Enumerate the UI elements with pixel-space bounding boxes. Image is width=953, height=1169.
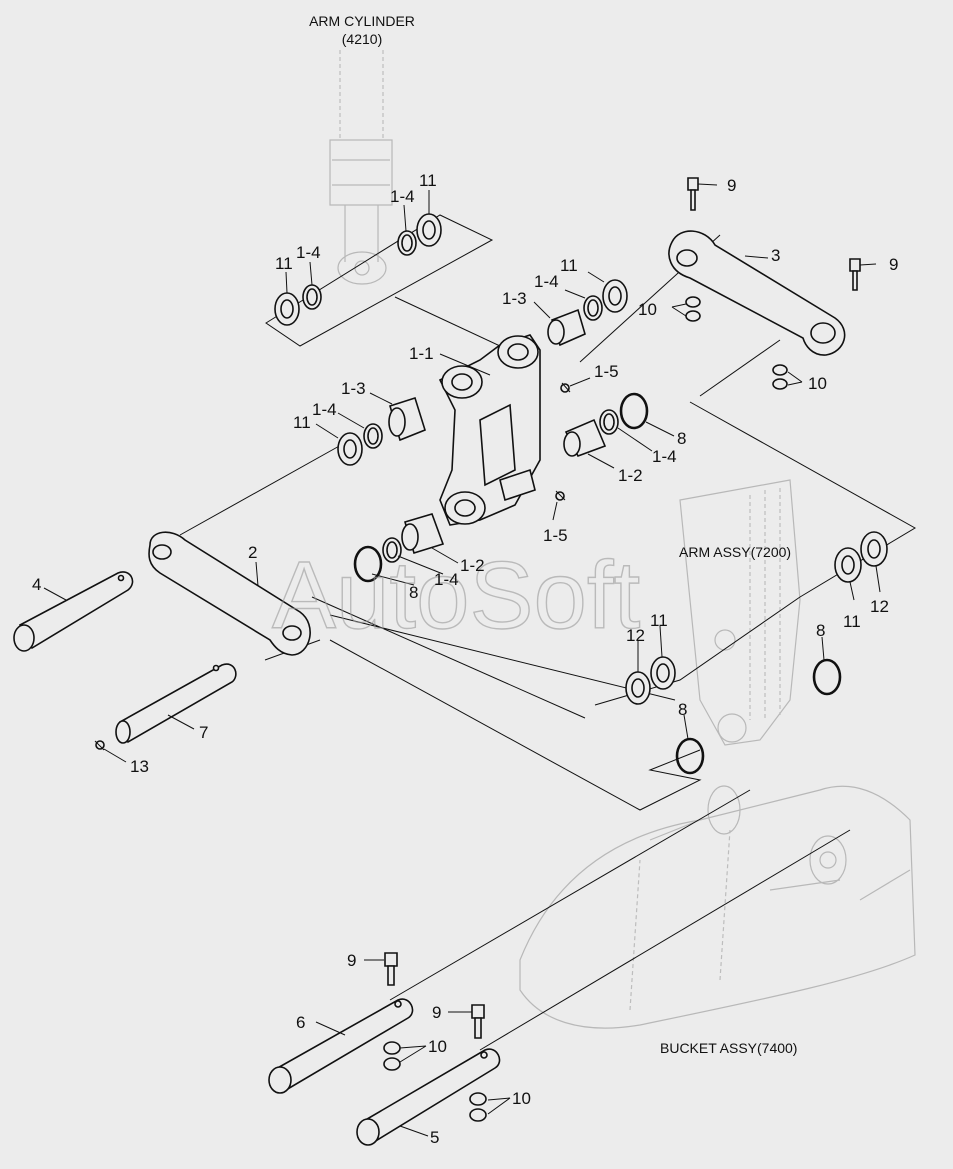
label-9: 9 <box>889 255 898 274</box>
bolt-9-pin5[interactable] <box>471 1004 485 1039</box>
label-9: 9 <box>727 176 736 195</box>
label-1-2: 1-2 <box>460 556 485 575</box>
shim-1-4-right[interactable] <box>599 409 619 435</box>
label-6: 6 <box>296 1013 305 1032</box>
label-11: 11 <box>560 256 578 275</box>
label-10: 10 <box>512 1089 531 1108</box>
label-2: 2 <box>248 543 257 562</box>
o-ring-8-arm[interactable] <box>812 658 842 696</box>
arm-cylinder-ghost <box>329 50 393 285</box>
shim-12-arm2[interactable] <box>625 671 651 705</box>
pin-4[interactable] <box>13 571 134 652</box>
arm-cylinder-code: (4210) <box>342 31 382 47</box>
label-1-4: 1-4 <box>312 400 337 419</box>
label-9: 9 <box>347 951 356 970</box>
shim-1-4-mid[interactable] <box>583 295 603 321</box>
o-ring-8-right[interactable] <box>619 392 649 430</box>
washer-11-arm2[interactable] <box>650 656 676 690</box>
link-3[interactable] <box>668 230 846 356</box>
label-12: 12 <box>626 626 645 645</box>
leader-lines <box>43 183 881 1137</box>
bushing-1-2-right[interactable] <box>563 418 607 457</box>
nut-10-a[interactable] <box>685 296 701 322</box>
label-8: 8 <box>677 429 686 448</box>
label-12: 12 <box>870 597 889 616</box>
label-1-3: 1-3 <box>502 289 527 308</box>
label-11: 11 <box>843 612 861 631</box>
pin-5[interactable] <box>356 1048 501 1146</box>
label-7: 7 <box>199 723 208 742</box>
label-1-5: 1-5 <box>594 362 619 381</box>
label-1-3: 1-3 <box>341 379 366 398</box>
label-1-4: 1-4 <box>534 272 559 291</box>
label-1-2: 1-2 <box>618 466 643 485</box>
arm-link-1-1[interactable] <box>438 334 541 526</box>
arm-assy-title: ARM ASSY(7200) <box>679 544 791 560</box>
shim-12-arm[interactable] <box>860 531 888 567</box>
grease-nipple-1-5-bottom[interactable] <box>555 490 566 501</box>
label-11: 11 <box>293 413 311 432</box>
label-5: 5 <box>430 1128 439 1147</box>
label-11: 11 <box>650 611 668 630</box>
label-1-4: 1-4 <box>296 243 321 262</box>
label-10: 10 <box>638 300 657 319</box>
watermark: AutoSoft <box>272 542 640 649</box>
bolt-9-link3-b[interactable] <box>849 258 861 291</box>
bolt-9-pin6[interactable] <box>384 952 398 986</box>
label-11: 11 <box>419 171 437 190</box>
label-13: 13 <box>130 757 149 776</box>
bushing-1-3-top[interactable] <box>547 308 586 347</box>
nut-10-pin5[interactable] <box>469 1092 487 1122</box>
label-1-5: 1-5 <box>543 526 568 545</box>
label-9: 9 <box>432 1003 441 1022</box>
label-1-1: 1-1 <box>409 344 434 363</box>
label-4: 4 <box>32 575 41 594</box>
bushing-1-3-left[interactable] <box>388 396 426 442</box>
arm-cylinder-title: ARM CYLINDER <box>309 13 415 29</box>
washer-11-topleft[interactable] <box>274 292 300 326</box>
shim-1-4-topleft[interactable] <box>302 284 322 310</box>
bolt-9-link3-a[interactable] <box>687 177 699 211</box>
bucket-assy-ghost <box>519 785 916 1029</box>
label-1-4: 1-4 <box>652 447 677 466</box>
label-10: 10 <box>808 374 827 393</box>
part-labels: 11 1-4 11 1-4 9 3 9 11 1-4 1-3 10 1-1 1-… <box>32 171 898 1147</box>
washer-11-mid[interactable] <box>602 279 628 313</box>
label-10: 10 <box>428 1037 447 1056</box>
pin-7[interactable] <box>115 663 237 744</box>
grease-nipple-1-5-top[interactable] <box>560 382 571 393</box>
bushing-1-2-lower[interactable] <box>401 513 445 555</box>
nut-10-b[interactable] <box>772 364 788 390</box>
label-8: 8 <box>816 621 825 640</box>
grease-nipple-13[interactable] <box>94 740 105 751</box>
washer-11-top[interactable] <box>416 213 442 247</box>
washer-11-left[interactable] <box>337 432 363 466</box>
label-1-4: 1-4 <box>390 187 415 206</box>
o-ring-8-lower[interactable] <box>353 545 383 583</box>
label-8: 8 <box>678 700 687 719</box>
shim-1-4-left[interactable] <box>363 423 383 449</box>
nut-10-pin6[interactable] <box>383 1041 401 1071</box>
pin-6[interactable] <box>268 998 414 1094</box>
label-3: 3 <box>771 246 780 265</box>
label-11: 11 <box>275 254 293 273</box>
washer-11-arm[interactable] <box>834 547 862 583</box>
shim-1-4-lower[interactable] <box>382 537 402 563</box>
o-ring-8-arm2[interactable] <box>675 737 705 775</box>
arm-assy-ghost <box>679 479 801 746</box>
link-2[interactable] <box>148 531 311 656</box>
shim-1-4-top[interactable] <box>397 230 417 256</box>
label-1-4: 1-4 <box>434 570 459 589</box>
bucket-assy-title: BUCKET ASSY(7400) <box>660 1040 797 1056</box>
label-8: 8 <box>409 583 418 602</box>
